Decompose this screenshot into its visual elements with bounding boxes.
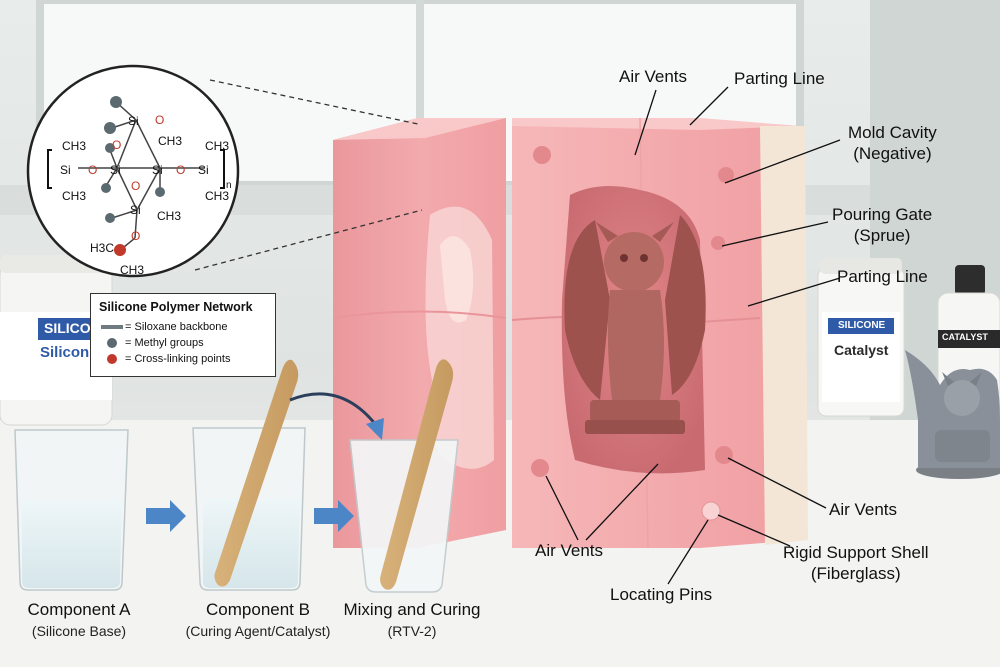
component-subtitle: (Silicone Base) — [31, 623, 127, 639]
svg-text:O: O — [131, 179, 140, 193]
svg-text:CH3: CH3 — [205, 139, 229, 153]
red-dot-icon — [107, 354, 117, 364]
legend-title: Silicone Polymer Network — [99, 300, 253, 314]
label-locating-pins: Locating Pins — [610, 585, 713, 604]
component-b: Component B (Curing Agent/Catalyst) — [168, 600, 348, 639]
component-a: Component A (Silicone Base) — [24, 600, 134, 639]
callout-lines — [194, 79, 841, 585]
bottle-label: CATALYST — [942, 332, 988, 342]
silicone-jar — [0, 255, 113, 426]
component-mixing: Mixing and Curing (RTV-2) — [334, 600, 490, 639]
molecule-diagram: Si O CH3 O Si O Si O Si O Si CH3 CH3 CH3… — [26, 64, 240, 278]
component-title: Component A — [27, 600, 131, 619]
catalyst-jar-brand: SILICONE — [838, 320, 886, 331]
catalyst-jar-product: Catalyst — [834, 342, 889, 358]
arrow-right-icon — [314, 500, 354, 532]
jar-label-brand: SILICO — [44, 320, 91, 336]
line-icon — [101, 325, 123, 329]
mixing-cup — [349, 359, 459, 593]
svg-text:CH3: CH3 — [120, 263, 144, 277]
jar-label-product: Silicon — [40, 344, 90, 361]
atom-si: Si — [128, 114, 139, 128]
fiberglass-shell — [760, 126, 808, 545]
svg-text:O: O — [131, 229, 140, 243]
svg-text:CH3: CH3 — [158, 134, 182, 148]
svg-text:Si: Si — [60, 163, 71, 177]
label-parting-line-top: Parting Line — [734, 69, 825, 88]
svg-text:O: O — [88, 163, 97, 177]
gargoyle-master — [564, 215, 706, 434]
component-title: Mixing and Curing — [343, 600, 481, 619]
legend-text: = Siloxane backbone — [125, 321, 228, 333]
label-air-vents-top: Air Vents — [619, 67, 688, 86]
svg-text:O: O — [112, 138, 121, 152]
legend-text: = Cross-linking points — [125, 353, 231, 365]
gray-dot-icon — [107, 338, 117, 348]
svg-text:O: O — [176, 163, 185, 177]
svg-text:Si: Si — [110, 163, 121, 177]
svg-text:H3C: H3C — [90, 241, 114, 255]
catalyst-jar — [817, 258, 905, 417]
legend-box: Silicone Polymer Network = Siloxane back… — [90, 293, 276, 377]
legend-item-methyl: = Methyl groups — [99, 335, 267, 351]
label-parting-line-right: Parting Line — [837, 267, 928, 286]
svg-text:CH3: CH3 — [62, 139, 86, 153]
legend-text: = Methyl groups — [125, 337, 204, 349]
svg-text:Si: Si — [130, 203, 141, 217]
label-air-vents-right: Air Vents — [829, 500, 898, 519]
process-arrows[interactable] — [146, 392, 384, 532]
svg-text:Si: Si — [198, 163, 209, 177]
svg-text:O: O — [155, 113, 164, 127]
legend-item-crosslink: = Cross-linking points — [99, 351, 267, 367]
svg-text:n: n — [226, 180, 232, 191]
label-air-vents-bottom: Air Vents — [535, 541, 604, 560]
beaker-a — [14, 429, 129, 591]
svg-text:CH3: CH3 — [62, 189, 86, 203]
beaker-b — [192, 359, 306, 591]
component-subtitle: (RTV-2) — [387, 623, 437, 639]
svg-text:CH3: CH3 — [157, 209, 181, 223]
label-pouring-gate: Pouring Gate (Sprue) — [832, 205, 933, 245]
svg-text:Si: Si — [152, 163, 163, 177]
component-subtitle: (Curing Agent/Catalyst) — [185, 623, 331, 639]
legend-item-backbone: = Siloxane backbone — [99, 319, 267, 335]
label-mold-cavity: Mold Cavity (Negative) — [848, 123, 937, 163]
arrow-right-icon — [146, 500, 186, 532]
gargoyle-cast — [905, 350, 1000, 479]
curved-arrow-icon — [289, 392, 378, 426]
component-title: Component B — [206, 600, 310, 619]
label-rigid-support: Rigid Support Shell (Fiberglass) — [783, 543, 929, 583]
svg-text:CH3: CH3 — [205, 189, 229, 203]
